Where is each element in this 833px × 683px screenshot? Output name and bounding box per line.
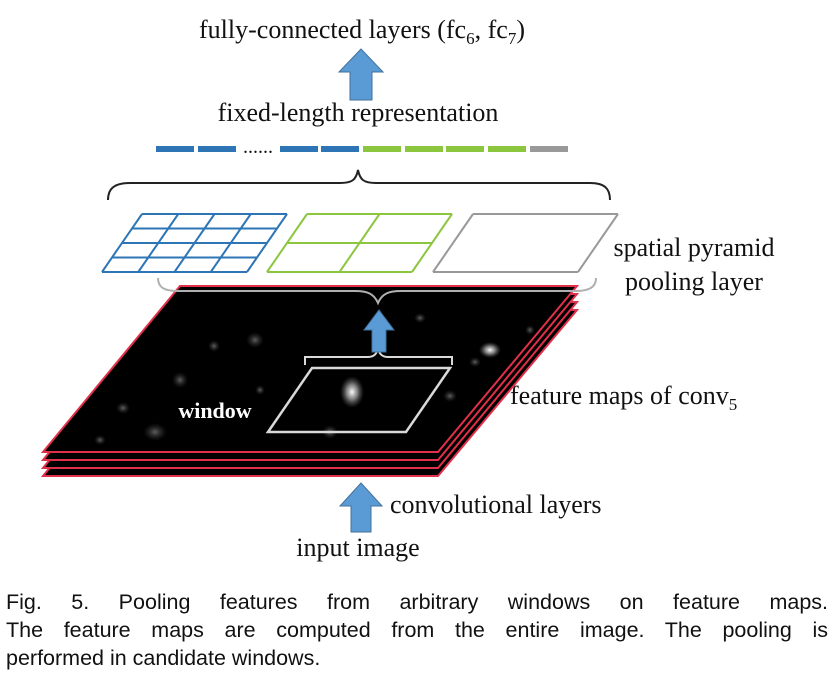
grid-col-line (246, 213, 288, 273)
feature-maps-label: feature maps of conv5 (510, 381, 737, 414)
caption-line-1: Fig. 5. Pooling features from arbitrary … (6, 590, 828, 614)
activation-spots (94, 313, 535, 445)
grid-col-line (432, 213, 474, 273)
grid-col-line (338, 213, 381, 273)
pyramid-grid-4x4 (101, 213, 288, 273)
spp-label-line1: spatial pyramid (613, 233, 774, 262)
spp-bottom-brace (157, 277, 597, 306)
vector-bin-blue (321, 146, 359, 152)
fc-layers-label: fully-connected layers (fc6, fc7) (199, 15, 525, 48)
conv-layers-label: convolutional layers (390, 490, 602, 519)
candidate-window (265, 366, 453, 434)
arrow-input-to-conv-icon (338, 482, 384, 533)
vector-bin-green (488, 146, 526, 152)
vector-bin-blue (198, 146, 236, 152)
input-image-label: input image (296, 533, 419, 562)
feature-map-stack (40, 285, 580, 477)
fixed-length-label: fixed-length representation (218, 98, 499, 127)
vector-bin-gray (530, 146, 568, 152)
grid-col-line (173, 213, 216, 273)
vector-bin-green (446, 146, 484, 152)
arrow-to-fc-icon (337, 48, 385, 101)
top-brace (107, 169, 611, 201)
vector-ellipsis: ...... (243, 136, 273, 158)
grid-col-line (577, 213, 619, 273)
caption-line-2: The feature maps are computed from the e… (6, 618, 828, 642)
grid-col-line (209, 213, 252, 273)
figure-caption: Fig. 5. Pooling features from arbitrary … (6, 588, 828, 672)
arrow-window-to-spp-icon (363, 309, 395, 353)
caption-line-3: performed in candidate windows. (6, 646, 321, 670)
grid-col-line (266, 213, 308, 273)
grid-col-line (101, 213, 143, 273)
spp-label-line2: pooling layer (625, 267, 763, 296)
fixed-length-vector: ...... (156, 136, 568, 158)
vector-bin-blue (156, 146, 194, 152)
grid-col-line (137, 213, 180, 273)
vector-bin-green (363, 146, 401, 152)
vector-bin-blue (280, 146, 318, 152)
grid-col-line (411, 213, 453, 273)
vector-bin-green (405, 146, 443, 152)
window-label: window (178, 398, 251, 423)
pyramid-grid-1x1 (432, 213, 619, 273)
pyramid-grid-2x2 (266, 213, 453, 273)
